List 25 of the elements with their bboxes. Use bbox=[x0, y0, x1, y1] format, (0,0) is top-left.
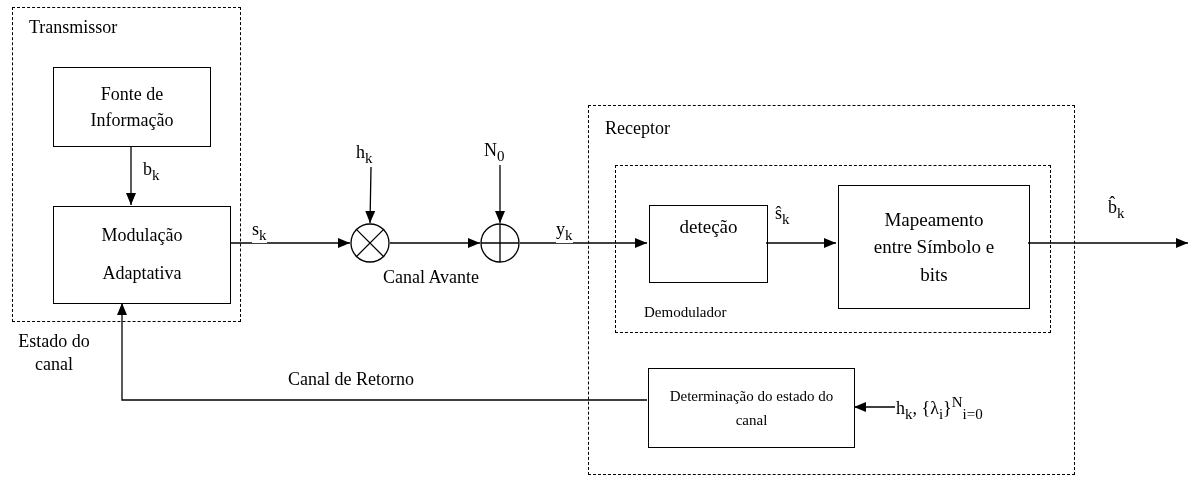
group-title: Transmissor bbox=[29, 17, 118, 38]
arrow bbox=[389, 238, 481, 248]
signal-label: h$_{k}$ bbox=[356, 141, 386, 167]
adder-symbol bbox=[480, 223, 520, 263]
process-box: Modulação Adaptativa bbox=[53, 206, 231, 304]
arrow bbox=[1027, 238, 1189, 248]
arrow bbox=[365, 166, 376, 224]
group-title: Demodulador bbox=[644, 304, 727, 321]
process-box: Determinação do estado do canal bbox=[648, 368, 855, 448]
arrow bbox=[117, 302, 648, 401]
arrow bbox=[853, 402, 896, 412]
process-box: deteção bbox=[649, 205, 768, 283]
process-box: Mapeamento entre Símbolo e bits bbox=[838, 185, 1030, 309]
arrow bbox=[519, 238, 648, 248]
process-box: Fonte de Informação bbox=[53, 67, 211, 147]
dashed-group-box bbox=[588, 105, 1075, 475]
annotation-text: Estado do canal bbox=[17, 330, 91, 375]
arrow bbox=[229, 238, 351, 248]
signal-label: N$_{0}$ bbox=[484, 139, 516, 165]
multiplier-symbol bbox=[350, 223, 390, 263]
arrow bbox=[495, 164, 505, 224]
arrow bbox=[765, 238, 837, 248]
annotation-text: Canal Avante bbox=[381, 266, 481, 289]
group-title: Receptor bbox=[605, 118, 670, 139]
arrow bbox=[126, 145, 136, 206]
